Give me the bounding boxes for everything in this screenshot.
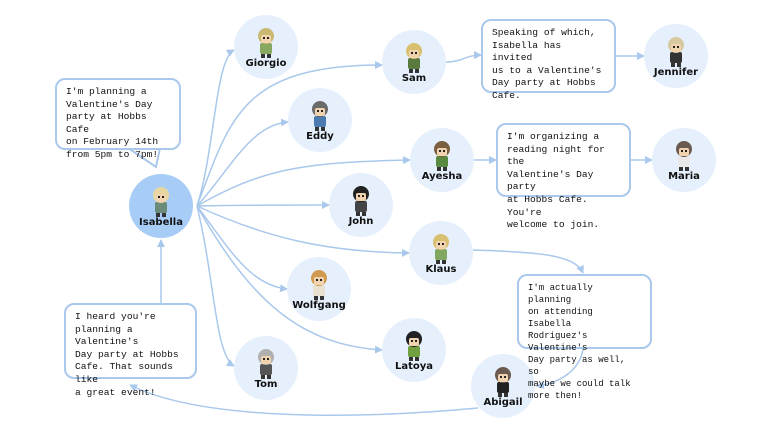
- node-wolfgang[interactable]: Wolfgang: [287, 257, 351, 321]
- node-giorgio[interactable]: Giorgio: [234, 15, 298, 79]
- character-sprite-icon: [668, 37, 684, 67]
- speech-tail: [127, 147, 161, 169]
- node-label: Sam: [402, 73, 426, 84]
- character-sprite-icon: [353, 186, 369, 216]
- node-label: Tom: [255, 379, 278, 390]
- node-label: Jennifer: [653, 67, 698, 78]
- node-klaus[interactable]: Klaus: [409, 221, 473, 285]
- node-abigail[interactable]: Abigail: [471, 354, 535, 418]
- node-isabella[interactable]: Isabella: [129, 174, 193, 238]
- edge-isabella-to-eddy: [196, 118, 289, 207]
- node-maria[interactable]: Maria: [652, 128, 716, 192]
- node-jennifer[interactable]: Jennifer: [644, 24, 708, 88]
- character-sprite-icon: [676, 141, 692, 171]
- edge-isabella-to-sam: [196, 61, 383, 207]
- node-label: Wolfgang: [292, 300, 346, 311]
- node-tom[interactable]: Tom: [234, 336, 298, 400]
- edge-isabella-to-john: [196, 201, 330, 210]
- node-label: Giorgio: [246, 58, 287, 69]
- node-latoya[interactable]: Latoya: [382, 318, 446, 382]
- node-ayesha[interactable]: Ayesha: [410, 128, 474, 192]
- character-sprite-icon: [312, 101, 328, 131]
- node-label: Abigail: [483, 397, 522, 408]
- character-sprite-icon: [153, 187, 169, 217]
- edge-isabella-to-wolfgang: [196, 205, 288, 293]
- edge-sam-to-bubble: [445, 51, 482, 63]
- abigail-to-isabella-bubble: I heard you're planning a Valentine's Da…: [64, 303, 197, 398]
- node-label: John: [348, 216, 374, 227]
- edge-isabella-to-latoya: [196, 205, 383, 354]
- character-sprite-icon: [495, 367, 511, 397]
- node-label: Latoya: [395, 361, 433, 372]
- edge-isabella-to-tom: [196, 205, 235, 367]
- node-label: Eddy: [306, 131, 334, 142]
- klaus-to-abigail-bubble: I'm actually planning on attending Isabe…: [517, 274, 652, 401]
- character-sprite-icon: [406, 331, 422, 361]
- character-sprite-icon: [433, 234, 449, 264]
- character-sprite-icon: [258, 349, 274, 379]
- character-sprite-icon: [311, 270, 327, 300]
- character-sprite-icon: [406, 43, 422, 73]
- node-label: Isabella: [139, 217, 183, 228]
- edge-isabella-to-klaus: [196, 205, 410, 257]
- edge-isabella-to-giorgio: [196, 49, 235, 207]
- node-sam[interactable]: Sam: [382, 30, 446, 94]
- node-john[interactable]: John: [329, 173, 393, 237]
- edge-klaus-to-bubble: [472, 249, 584, 274]
- node-eddy[interactable]: Eddy: [288, 88, 352, 152]
- edge-bubble-to-abigail: [536, 348, 584, 390]
- node-label: Klaus: [426, 264, 457, 275]
- edge-abigail-to-bubble: [129, 384, 479, 416]
- isabella-speech-bubble: I'm planning a Valentine's Day party at …: [55, 78, 181, 160]
- character-sprite-icon: [434, 141, 450, 171]
- node-label: Maria: [668, 171, 700, 182]
- character-sprite-icon: [258, 28, 274, 58]
- edge-isabella-to-ayesha: [196, 156, 411, 207]
- ayesha-to-maria-bubble: I'm organizing a reading night for the V…: [496, 123, 631, 230]
- sam-to-jennifer-bubble: Speaking of which, Isabella has invited …: [481, 19, 616, 101]
- node-label: Ayesha: [422, 171, 463, 182]
